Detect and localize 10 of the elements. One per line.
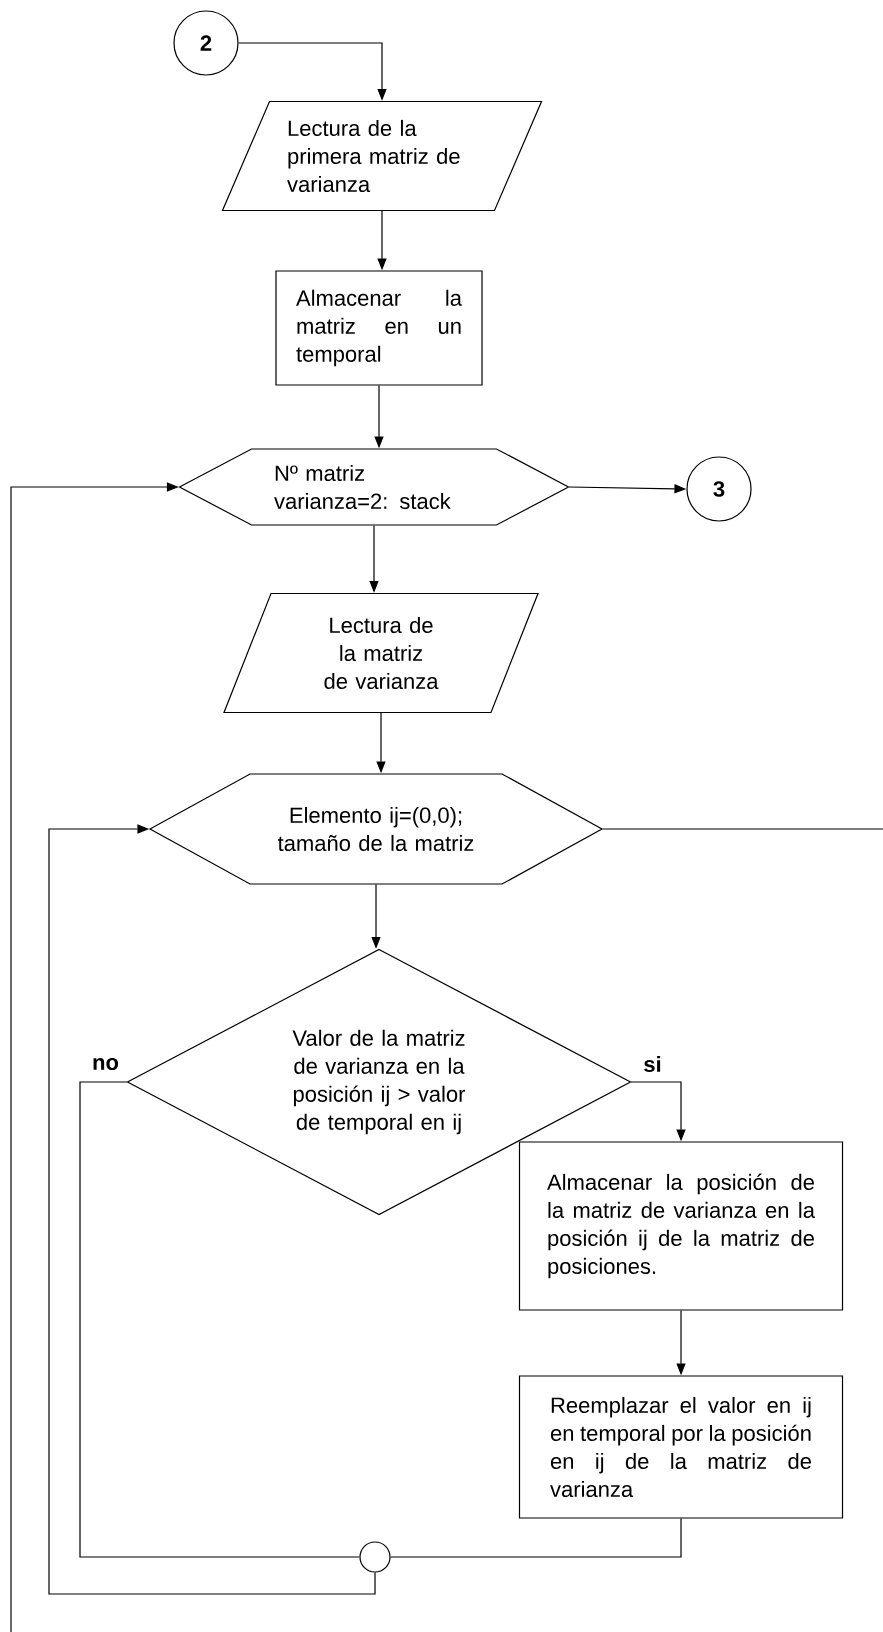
junction-circle xyxy=(359,1541,391,1573)
process-box: Reemplazar el valor en ij en temporal por la posición en ij de la matriz de varianza xyxy=(518,1375,844,1519)
loop-hexagon: Nº matriz varianza=2: stack xyxy=(178,448,570,526)
process-box: Almacenar la matriz en un temporal xyxy=(275,270,483,386)
input-parallelogram: Lectura de la matriz de varianza xyxy=(223,592,539,714)
process-box: Almacenar la posición de la matriz de varianza en la posición ij de la matriz de posiciones. xyxy=(518,1141,844,1311)
edge-label: si xyxy=(642,1054,663,1074)
arrow xyxy=(48,824,376,1595)
input-parallelogram: Lectura de la primera matriz de varianza xyxy=(221,100,543,212)
edge-label: no xyxy=(91,1056,120,1071)
